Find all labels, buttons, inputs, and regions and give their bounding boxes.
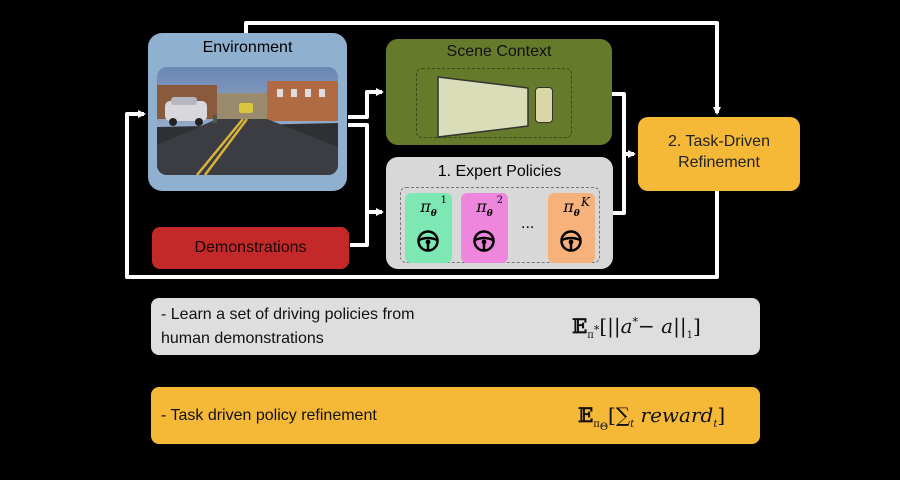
feature-vector-icon	[535, 87, 553, 123]
policy-index: 1	[440, 195, 447, 206]
imitation-learning-text-line2: human demonstrations	[161, 330, 324, 347]
arrow-env-to-refinement	[244, 21, 721, 115]
demonstrations-label: Demonstrations	[194, 239, 307, 256]
imitation-learning-text-line1: - Learn a set of driving policies from	[161, 306, 415, 323]
reward-objective-formula: 𝔼πΘ[∑t rewardt]	[578, 403, 726, 433]
arrow-env-to-scene	[348, 88, 384, 119]
arrow-scene-to-refinement	[612, 92, 636, 158]
policy-symbol: πθ	[420, 197, 437, 220]
policy-card-2: πθ 2	[461, 193, 508, 263]
arrow-demo-to-experts	[350, 212, 369, 247]
imitation-loss-formula: 𝔼π*[||a*− a||1]	[572, 314, 701, 341]
policy-card-k: πθ K	[548, 193, 595, 263]
refinement-box: 2. Task-Driven Refinement	[638, 117, 800, 191]
policy-index: K	[581, 195, 590, 209]
encoder-trapezoid-icon	[437, 76, 529, 138]
imitation-learning-text: - Learn a set of driving policies from h…	[161, 303, 414, 351]
refinement-label-line1: 2. Task-Driven	[668, 133, 770, 150]
environment-title: Environment	[202, 39, 293, 56]
driving-scene-image	[157, 67, 338, 175]
arrow-experts-to-refinement	[613, 154, 626, 215]
demonstrations-box: Demonstrations	[152, 227, 349, 269]
steering-wheel-icon	[473, 230, 495, 252]
refinement-bar-text: - Task driven policy refinement	[161, 407, 377, 424]
refinement-label: 2. Task-Driven Refinement	[638, 131, 800, 173]
policy-ellipsis: ...	[521, 215, 535, 232]
arrow-refinement-to-env	[125, 110, 719, 279]
expert-policies-title: 1. Expert Policies	[437, 163, 562, 180]
refinement-bar: - Task driven policy refinement 𝔼πΘ[∑t r…	[151, 387, 760, 444]
steering-wheel-icon	[417, 230, 439, 252]
scene-context-title: Scene Context	[446, 43, 552, 60]
imitation-learning-bar: - Learn a set of driving policies from h…	[151, 298, 760, 355]
refinement-label-line2: Refinement	[678, 154, 760, 171]
scene-context-box: Scene Context	[386, 39, 612, 145]
arrow-env-to-experts	[348, 123, 384, 216]
scene-context-inner-frame	[416, 68, 572, 138]
policy-card-1: πθ 1	[405, 193, 452, 263]
steering-wheel-icon	[560, 230, 582, 252]
policy-symbol: πθ	[563, 197, 580, 220]
policy-symbol: πθ	[476, 197, 493, 220]
policy-index: 2	[496, 195, 503, 206]
environment-box: Environment	[148, 33, 347, 191]
